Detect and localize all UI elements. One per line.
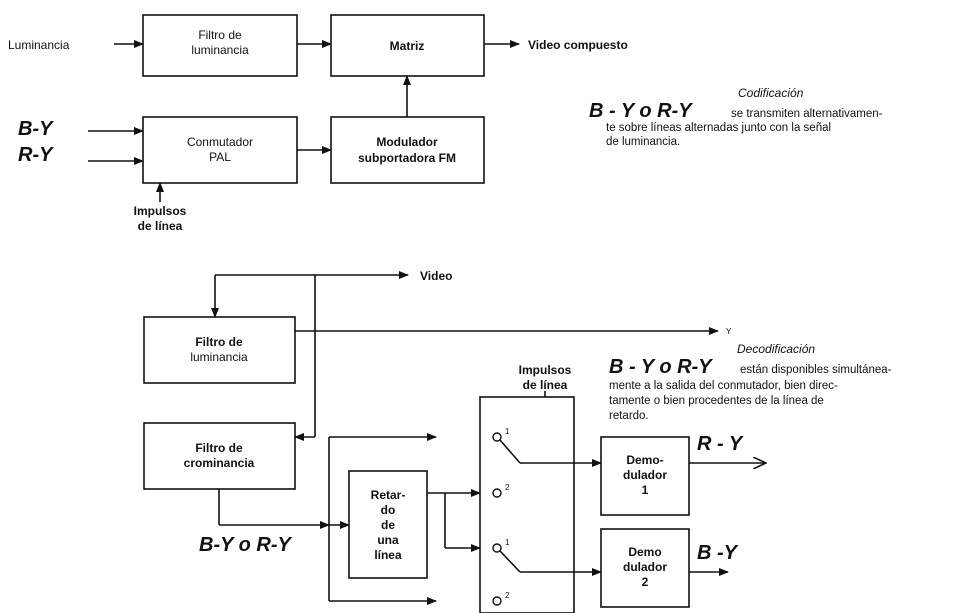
demod1-label-3: 1 [642, 483, 649, 497]
coding-note-line-2: te sobre líneas alternadas junto con la … [606, 122, 831, 134]
conmutador-pal-box [142, 116, 298, 184]
contact-1-top [492, 432, 502, 442]
matriz-box [330, 14, 485, 77]
switch-arm-1 [499, 439, 521, 464]
dec-impulsos-label-1: Impulsos [519, 363, 572, 377]
video-label: Video [420, 269, 452, 283]
decoding-note-line-4: retardo. [609, 410, 649, 422]
filtro-luminancia-box [142, 14, 298, 77]
dec-filtro-crom-label-1: Filtro de [195, 441, 243, 455]
coding-note-title: Codificación [738, 86, 804, 100]
impulsos-label-2: de línea [138, 219, 183, 233]
modulador-label-1: Modulador [376, 135, 438, 149]
modulador-box [330, 116, 485, 184]
coding-note-line-1: se transmiten alternativamen- [731, 108, 883, 120]
switch-arm-2 [499, 550, 521, 573]
dec-filtro-luminancia-box [143, 316, 296, 384]
coding-note-line-3: de luminancia. [606, 136, 680, 148]
impulsos-label-1: Impulsos [134, 204, 187, 218]
input-by-label: B-Y [18, 118, 54, 140]
decoding-note-line-1: están disponibles simultánea- [740, 364, 892, 376]
y-output-label: Y [726, 327, 732, 336]
input-ry-label: R-Y [18, 144, 54, 166]
switch-box [479, 396, 575, 613]
demod2-label-1: Demo [628, 545, 661, 559]
luminancia-input-label: Luminancia [8, 38, 70, 52]
retardo-label-1: Retar- [371, 488, 406, 502]
demod1-label-2: dulador [623, 468, 667, 482]
retardo-label-2: do [381, 503, 396, 517]
dec-filtro-crominancia-box [143, 422, 296, 490]
contact-2-top-label: 2 [505, 483, 510, 492]
contact-1-bottom [492, 543, 502, 553]
contact-1-bottom-label: 1 [505, 538, 510, 547]
demod1-label-1: Demo- [626, 453, 663, 467]
modulador-label-2: subportadora FM [358, 151, 456, 165]
demodulador-1-box [600, 436, 690, 516]
retardo-label-3: de [381, 518, 395, 532]
video-compuesto-label: Video compuesto [528, 38, 628, 52]
byory-label: B-Y o R-Y [199, 534, 293, 556]
by-output-label: B -Y [697, 542, 739, 564]
decoding-diagram: Video Filtro de luminancia Y Filtro de c… [143, 269, 766, 613]
conmutador-label-2: PAL [209, 150, 231, 164]
matriz-label: Matriz [390, 39, 425, 53]
dec-filtro-crom-label-2: crominancia [184, 456, 255, 470]
filtro-luminancia-label-1: Filtro de [198, 28, 242, 42]
retardo-label-4: una [377, 533, 399, 547]
dec-impulsos-label-2: de línea [523, 378, 568, 392]
decoding-note-line-2: mente a la salida del conmutador, bien d… [609, 380, 838, 392]
ry-output-label: R - Y [697, 433, 744, 455]
demodulador-2-box [600, 528, 690, 608]
demod2-label-2: dulador [623, 560, 667, 574]
retardo-label-5: línea [374, 548, 402, 562]
contact-2-bottom [492, 596, 502, 606]
dec-filtro-lum-label-2: luminancia [190, 350, 248, 364]
contact-2-bottom-label: 2 [505, 591, 510, 600]
conmutador-label-1: Conmutador [187, 135, 253, 149]
retardo-box [348, 470, 428, 579]
decoding-note-title: Decodificación [737, 342, 815, 356]
coding-diagram: Luminancia Filtro de luminancia Matriz V… [8, 14, 628, 233]
decoding-note-line-3: tamente o bien procedentes de la línea d… [609, 395, 824, 407]
dec-filtro-lum-label-1: Filtro de [195, 335, 243, 349]
contact-1-top-label: 1 [505, 427, 510, 436]
coding-note: Codificación B - Y o R-Y se transmiten a… [589, 86, 883, 148]
decoding-note: Decodificación B - Y o R-Y están disponi… [609, 342, 892, 422]
coding-note-lead: B - Y o R-Y [589, 100, 693, 122]
contact-2-top [492, 488, 502, 498]
filtro-luminancia-label-2: luminancia [191, 43, 249, 57]
demod2-label-3: 2 [642, 575, 649, 589]
decoding-note-lead: B - Y o R-Y [609, 356, 713, 378]
